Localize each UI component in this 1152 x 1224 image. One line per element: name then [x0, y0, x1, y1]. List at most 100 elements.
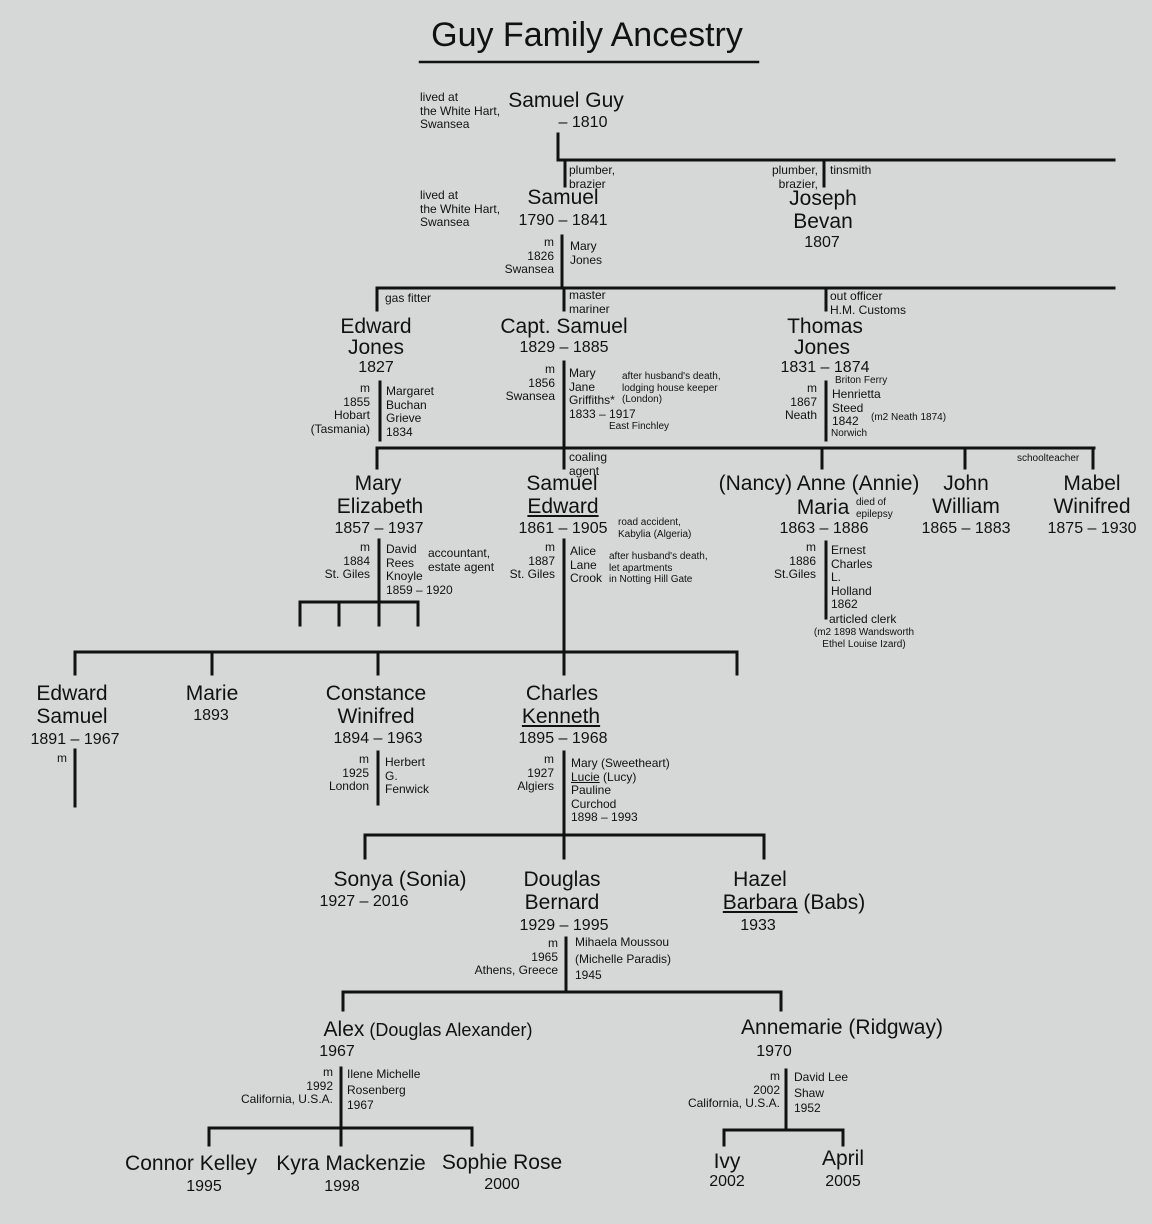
marriage-info: m 1884 St. Giles	[325, 540, 370, 582]
note-line: L.	[831, 570, 842, 584]
note-line: m	[807, 381, 817, 395]
person-years: 1970	[756, 1043, 792, 1060]
spouse-note: (m2 Neath 1874)	[871, 412, 947, 423]
note-line: 1884	[343, 553, 370, 568]
note-line: (Tasmania)	[310, 421, 370, 436]
person-name: Edward	[36, 682, 108, 705]
occupation: schoolteacher	[1017, 453, 1080, 464]
note-line: 1887	[528, 553, 555, 568]
name-word: Alex	[323, 1018, 365, 1041]
name-word: Barbara	[722, 891, 798, 914]
note-line: G.	[385, 768, 398, 783]
person-years: 1891 – 1967	[30, 731, 120, 748]
person-name: John	[943, 472, 989, 495]
note-line: Algiers	[517, 779, 554, 793]
note-line: Rosenberg	[347, 1082, 406, 1097]
spouse-name: Margaret Buchan Grieve 1834	[386, 384, 434, 439]
person-name: Douglas	[523, 868, 601, 891]
spouse-name: Mary Jane Griffiths* 1833 – 1917	[569, 366, 636, 421]
note-line: lived at	[420, 90, 459, 104]
name-word: (Babs)	[797, 891, 866, 914]
note-line: epilepsy	[856, 508, 893, 520]
spouse-name: David Rees Knoyle 1859 – 1920	[386, 542, 453, 597]
marriage-info: m 2002 California, U.S.A.	[687, 1069, 780, 1111]
note-line: agent	[569, 463, 600, 478]
note-line: mariner	[569, 301, 610, 316]
spouse-occupation: accountant, estate agent	[428, 546, 494, 574]
note-line: m	[806, 540, 816, 554]
note-line: m	[544, 752, 554, 766]
note-line: m	[770, 1069, 780, 1083]
note-line: 1856	[528, 375, 555, 390]
person-years: 1790 – 1841	[518, 212, 608, 229]
person-years: 1929 – 1995	[519, 917, 609, 934]
person-years: 1863 – 1886	[779, 520, 869, 537]
note-line: the White Hart,	[420, 103, 501, 118]
note-line: Mary (Sweetheart)	[571, 756, 670, 770]
note-line: Holland	[831, 583, 872, 598]
person-name: Connor Kelley	[125, 1152, 257, 1175]
spouse-place: Norwich	[831, 428, 868, 439]
note-line: Pauline	[571, 783, 612, 797]
person-years: 1995	[186, 1178, 222, 1195]
person-name: Maria	[796, 496, 850, 519]
residence-note: lived at the White Hart, Swansea	[420, 188, 501, 230]
note-line: let apartments	[609, 562, 673, 574]
note-line: m	[360, 540, 370, 554]
note-line: Curchod	[571, 796, 617, 811]
note-line: Swansea	[420, 215, 470, 229]
person-name: Capt. Samuel	[500, 315, 628, 338]
note-line: lodging house keeper	[622, 382, 718, 394]
spouse-name: Ernest Charles L. Holland 1862	[831, 543, 872, 612]
note-line: Ethel Louise Izard)	[822, 638, 906, 650]
person-name: Marie	[185, 682, 239, 705]
note-line: David Lee	[794, 1070, 849, 1084]
note-line: St. Giles	[509, 567, 555, 581]
person-name: Barbara (Babs)	[723, 891, 865, 914]
place: Briton Ferry	[835, 375, 888, 386]
person-name: Samuel Guy	[508, 89, 624, 112]
note-line: 1859 – 1920	[386, 582, 453, 597]
note-line: 1967	[347, 1098, 374, 1112]
note-line: Jane	[569, 379, 596, 394]
occupation: plumber, brazier,	[772, 163, 818, 191]
occupation: tinsmith	[830, 163, 872, 177]
note-line: Swansea	[505, 389, 555, 403]
note-line: St.Giles	[773, 567, 816, 581]
note-line: David	[386, 542, 417, 556]
occupation: out officer H.M. Customs	[830, 289, 906, 317]
note-line: died of	[856, 497, 887, 508]
note-line: California, U.S.A.	[240, 1092, 333, 1106]
note-line: Mary	[569, 366, 596, 380]
note-line: Shaw	[794, 1085, 825, 1100]
note-line: Griffiths*	[569, 393, 615, 407]
note-line: m	[359, 752, 369, 766]
note-line: London	[328, 779, 369, 793]
person-years: 1857 – 1937	[334, 520, 424, 537]
marriage-info: m 1867 Neath	[785, 381, 817, 423]
note-line: 1834	[386, 424, 413, 439]
note-line: 1862	[831, 597, 858, 611]
note-line: Mihaela Moussou	[575, 935, 670, 949]
note-line: Buchan	[386, 397, 427, 412]
note-line: 1925	[342, 765, 369, 780]
person-name: Winifred	[337, 705, 415, 728]
spouse-name: Mary (Sweetheart) Lucie (Lucy) Pauline C…	[571, 756, 670, 825]
note-line: 1927	[527, 765, 554, 780]
marriage-info: m 1886 St.Giles	[773, 540, 816, 582]
spouse-name: Henrietta Steed 1842	[832, 387, 881, 429]
person-years: 1895 – 1968	[518, 730, 608, 747]
note-line: Herbert	[385, 755, 426, 769]
person-name: Elizabeth	[336, 495, 424, 518]
person-years: 1829 – 1885	[519, 339, 609, 356]
note-line: Ernest	[831, 543, 866, 557]
person-name: April	[821, 1147, 865, 1170]
note-line: California, U.S.A.	[687, 1096, 780, 1110]
spouse-note: after husband's death, let apartments in…	[609, 551, 708, 586]
person-name: Mabel	[1063, 472, 1121, 495]
note-line: m	[545, 362, 555, 376]
note-line: 1992	[306, 1078, 333, 1093]
note-line: the White Hart,	[420, 201, 501, 216]
